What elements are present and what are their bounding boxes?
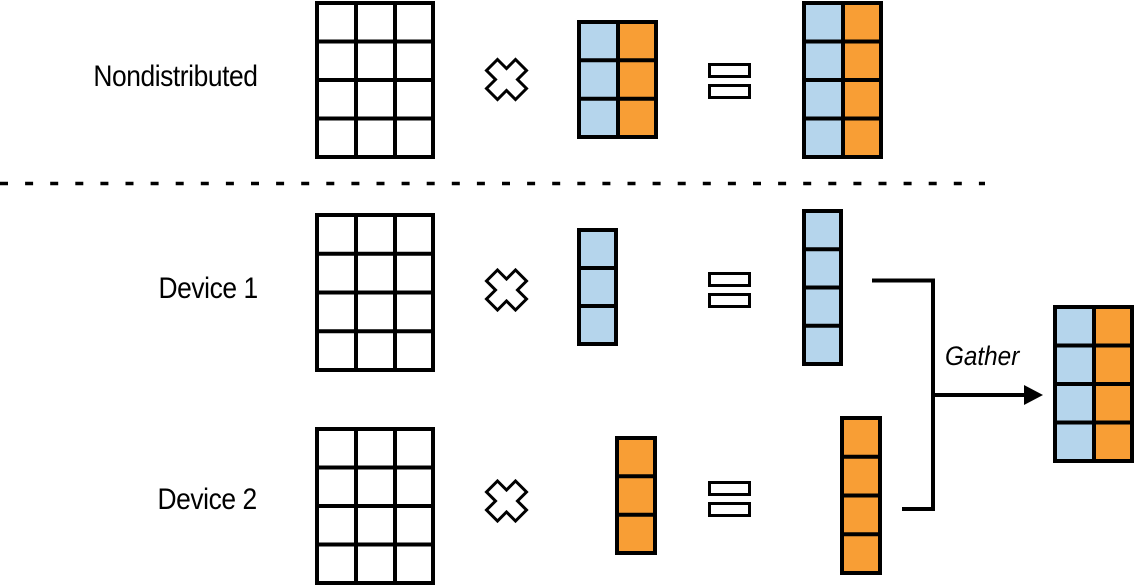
multiply-icon [485,58,528,101]
gathered-output-matrix [1053,305,1134,463]
equals-icon [708,272,751,308]
row-label-nondistributed: Nondistributed [92,60,258,93]
gather-arrow-icon [933,385,1043,405]
device-1-output-vector [802,209,843,366]
device-2-weight-vector [615,436,657,555]
equals-icon [708,481,751,517]
nondistributed-output-matrix [802,1,883,159]
multiply-icon [485,268,528,312]
nondistributed-input-matrix [315,1,435,159]
device-1-input-matrix [315,213,435,372]
nondistributed-weight-matrix [577,20,658,139]
row-label-device-2: Device 2 [157,483,258,516]
equals-icon [708,63,751,99]
gather-label: Gather [945,341,1020,371]
device-1-weight-vector [577,228,618,346]
multiply-icon [485,479,528,523]
device-2-output-vector [840,416,882,575]
device-2-input-matrix [315,427,435,585]
row-label-device-1: Device 1 [158,272,259,305]
